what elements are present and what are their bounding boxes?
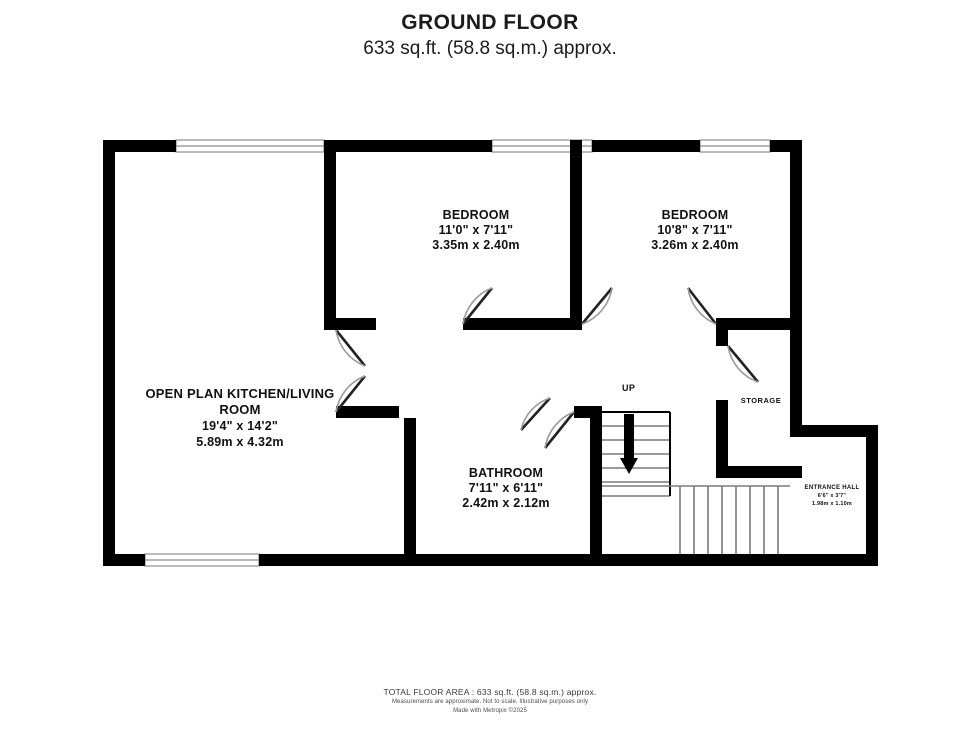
- room-dim-imperial-kitchen-living: 19'4" x 14'2": [201, 419, 278, 433]
- plan-footer: TOTAL FLOOR AREA : 633 sq.ft. (58.8 sq.m…: [0, 686, 980, 716]
- interior-walls: [324, 140, 802, 566]
- door-bedroom-1: [461, 287, 494, 325]
- door-kitchen-lower: [334, 375, 367, 413]
- door-storage: [727, 345, 759, 383]
- room-name-bedroom-2: BEDROOM: [661, 208, 729, 222]
- room-dim-metric-bathroom: 2.42m x 2.12m: [462, 496, 550, 510]
- door-group: [334, 287, 759, 449]
- room-dim-imperial-bedroom-2: 10'8" x 7'11": [657, 223, 733, 237]
- room-name-bathroom: BATHROOM: [468, 466, 544, 480]
- room-dim-metric-kitchen-living: 5.89m x 4.32m: [196, 435, 284, 449]
- footer-credit: Made with Metropix ©2025: [453, 708, 527, 714]
- door-kitchen-upper: [334, 329, 367, 367]
- window-top-left: [175, 139, 325, 153]
- staircase: [602, 411, 790, 554]
- page-title: GROUND FLOOR: [401, 11, 579, 34]
- exterior-walls: [103, 140, 878, 566]
- room-label-entrance-hall: ENTRANCE HALL 6'6" x 3'7" 1.98m x 1.10m: [797, 484, 867, 508]
- room-name-bedroom-1: BEDROOM: [442, 208, 510, 222]
- plan-header: GROUND FLOOR 633 sq.ft. (58.8 sq.m.) app…: [0, 10, 980, 61]
- room-dim-imperial-bathroom: 7'11" x 6'11": [468, 481, 544, 495]
- room-label-storage: STORAGE: [722, 393, 800, 408]
- door-bedroom-2: [581, 287, 613, 325]
- room-name-kitchen-living: OPEN PLAN KITCHEN/LIVING ROOM: [145, 386, 335, 417]
- window-top-right: [699, 139, 771, 153]
- room-dim-metric-entrance-hall: 1.98m x 1.10m: [812, 501, 852, 507]
- room-dim-imperial-entrance-hall: 6'6" x 3'7": [817, 493, 847, 499]
- room-label-kitchen-living: OPEN PLAN KITCHEN/LIVING ROOM 19'4" x 14…: [126, 386, 354, 450]
- room-name-entrance-hall: ENTRANCE HALL: [804, 485, 860, 491]
- room-dim-imperial-bedroom-1: 11'0" x 7'11": [438, 223, 514, 237]
- room-name-storage: STORAGE: [740, 396, 782, 405]
- room-dim-metric-bedroom-1: 3.35m x 2.40m: [432, 238, 520, 252]
- room-label-bedroom-2: BEDROOM 10'8" x 7'11" 3.26m x 2.40m: [605, 208, 785, 253]
- door-bedroom-2-right: [686, 287, 718, 325]
- footer-total-area: TOTAL FLOOR AREA : 633 sq.ft. (58.8 sq.m…: [383, 687, 597, 697]
- door-bathroom-right: [543, 411, 576, 449]
- stairs-direction-label: UP: [622, 383, 636, 393]
- room-label-bathroom: BATHROOM 7'11" x 6'11" 2.42m x 2.12m: [418, 466, 594, 511]
- window-bottom-left: [144, 553, 260, 567]
- room-dim-metric-bedroom-2: 3.26m x 2.40m: [651, 238, 739, 252]
- footer-disclaimer: Measurements are approximate. Not to sca…: [391, 699, 589, 705]
- door-bathroom: [520, 397, 551, 431]
- stairs-direction-arrow: [620, 414, 638, 474]
- page-subtitle: 633 sq.ft. (58.8 sq.m.) approx.: [363, 38, 617, 59]
- room-label-bedroom-1: BEDROOM 11'0" x 7'11" 3.35m x 2.40m: [376, 208, 576, 253]
